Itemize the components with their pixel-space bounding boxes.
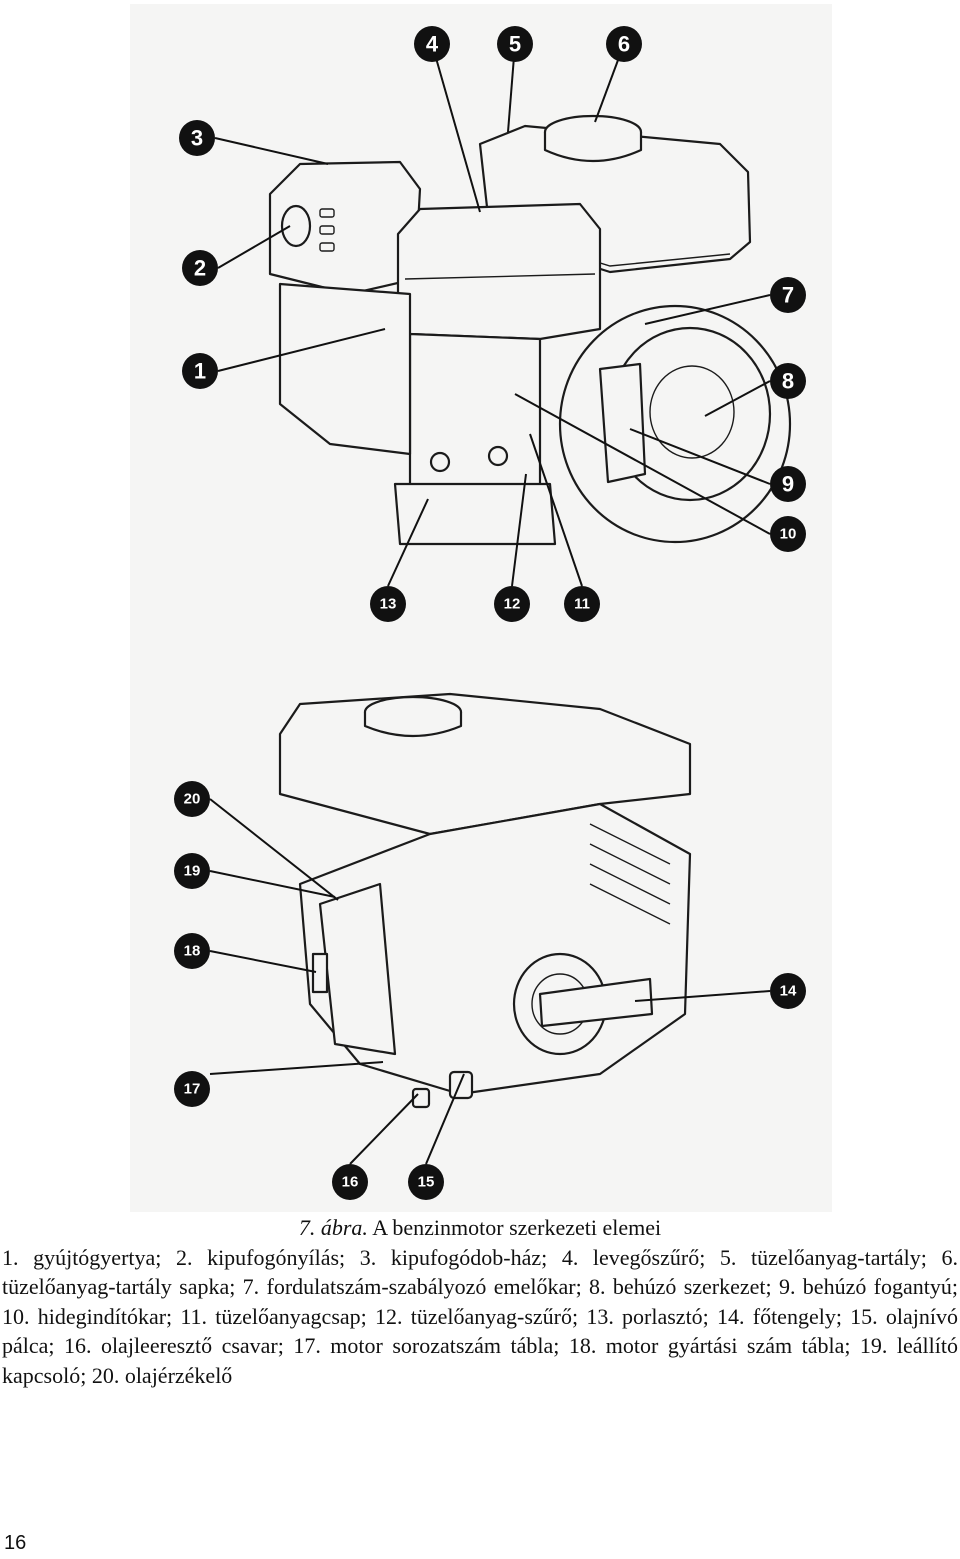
fuel-tank-rear-shape bbox=[278, 692, 692, 836]
callout-17: 17 bbox=[174, 1071, 210, 1107]
svg-text:2: 2 bbox=[194, 256, 206, 281]
leader-lines bbox=[209, 43, 771, 1165]
figure-label: 7. ábra. bbox=[298, 1215, 368, 1240]
figure-legend: 1. gyújtógyertya; 2. kipufogónyílás; 3. … bbox=[2, 1244, 958, 1388]
caption-title: 7. ábra. A benzinmotor szerkezeti elemei bbox=[0, 1213, 960, 1243]
svg-text:15: 15 bbox=[418, 1174, 435, 1191]
callout-6: 6 bbox=[606, 26, 642, 62]
callout-3: 3 bbox=[179, 120, 215, 156]
page-number: 16 bbox=[4, 1532, 27, 1554]
svg-text:9: 9 bbox=[782, 472, 794, 497]
svg-text:16: 16 bbox=[342, 1174, 359, 1191]
svg-text:1: 1 bbox=[194, 359, 206, 384]
svg-text:17: 17 bbox=[184, 1081, 201, 1098]
air-filter-shape bbox=[396, 202, 602, 341]
svg-text:10: 10 bbox=[780, 526, 797, 543]
engine-top-view bbox=[268, 114, 792, 546]
callout-1: 1 bbox=[182, 353, 218, 389]
svg-text:20: 20 bbox=[184, 791, 201, 808]
svg-text:3: 3 bbox=[191, 126, 203, 151]
callout-13: 13 bbox=[370, 586, 406, 622]
svg-text:12: 12 bbox=[504, 596, 521, 613]
engine-figure: 1 2 3 4 5 6 7 8 9 10 11 12 13 14 15 16 1… bbox=[130, 4, 832, 1212]
svg-text:8: 8 bbox=[782, 369, 794, 394]
svg-text:11: 11 bbox=[574, 596, 590, 613]
svg-text:19: 19 bbox=[184, 863, 201, 880]
svg-text:7: 7 bbox=[782, 283, 794, 308]
carburetor-body-shape bbox=[408, 332, 542, 506]
callout-16: 16 bbox=[332, 1164, 368, 1200]
callout-8: 8 bbox=[770, 363, 806, 399]
crankshaft-shape bbox=[538, 977, 654, 1028]
callouts: 1 2 3 4 5 6 7 8 9 10 11 12 13 14 15 16 1… bbox=[174, 26, 806, 1200]
callout-12: 12 bbox=[494, 586, 530, 622]
callout-11: 11 bbox=[564, 586, 600, 622]
callout-4: 4 bbox=[414, 26, 450, 62]
svg-text:14: 14 bbox=[780, 983, 797, 1000]
callout-7: 7 bbox=[770, 277, 806, 313]
callout-19: 19 bbox=[174, 853, 210, 889]
figure-title: A benzinmotor szerkezeti elemei bbox=[372, 1215, 662, 1240]
callout-2: 2 bbox=[182, 250, 218, 286]
figure-caption: 7. ábra. A benzinmotor szerkezeti elemei… bbox=[0, 1213, 960, 1390]
svg-text:6: 6 bbox=[618, 32, 630, 57]
svg-text:18: 18 bbox=[184, 943, 201, 960]
callout-10: 10 bbox=[770, 516, 806, 552]
callout-20: 20 bbox=[174, 781, 210, 817]
callout-5: 5 bbox=[497, 26, 533, 62]
svg-text:5: 5 bbox=[509, 32, 521, 57]
callout-9: 9 bbox=[770, 466, 806, 502]
svg-text:4: 4 bbox=[426, 32, 439, 57]
callout-14: 14 bbox=[770, 973, 806, 1009]
svg-text:13: 13 bbox=[380, 596, 397, 613]
callout-18: 18 bbox=[174, 933, 210, 969]
callout-15: 15 bbox=[408, 1164, 444, 1200]
engine-illustration: 1 2 3 4 5 6 7 8 9 10 11 12 13 14 15 16 1… bbox=[174, 26, 806, 1200]
engine-bottom-view bbox=[278, 692, 692, 1109]
